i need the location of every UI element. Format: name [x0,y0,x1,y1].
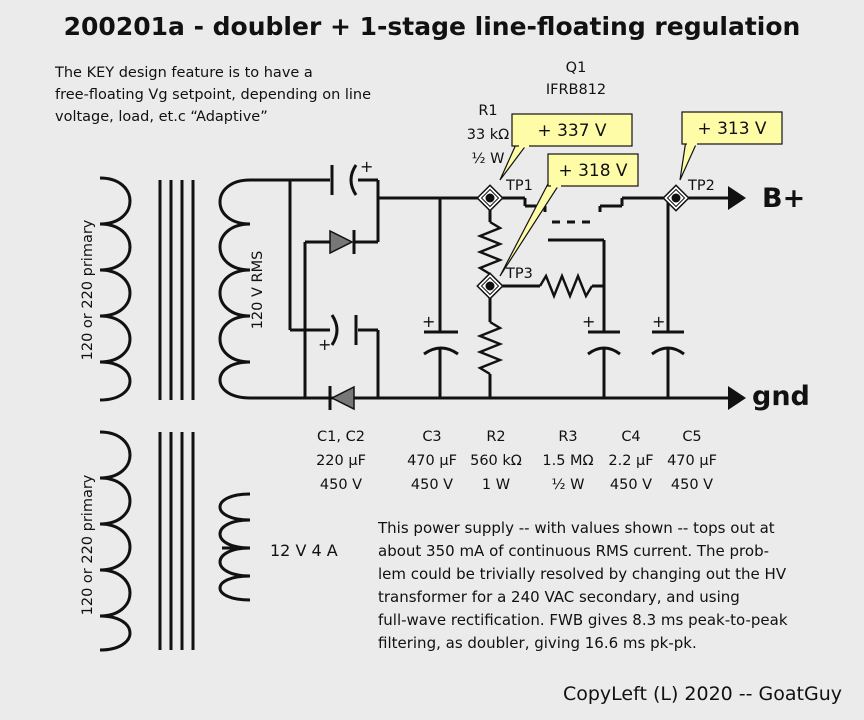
d1-diode [329,229,356,255]
component-name: R2 [486,429,505,445]
c4-capacitor: + [582,298,621,398]
description-line: transformer for a 240 VAC secondary, and… [378,588,740,606]
design-note-line-3: voltage, load, et.c “Adaptive” [55,109,268,125]
d2-diode [328,385,355,411]
hv-primary-label: 120 or 220 primary [80,219,96,360]
c3-capacitor: + [422,198,459,398]
component-name: C3 [422,429,441,445]
r1-value: 33 kΩ [467,127,510,143]
lv-transformer [99,430,251,652]
q1-name: Q1 [566,60,587,76]
r3-resistor [538,272,594,300]
c1-capacitor: + [330,157,373,196]
component-rating: 1 W [482,477,510,493]
c1-polarity-mark: + [360,157,373,176]
ground-arrow [728,386,746,410]
bplus-arrow [728,186,746,210]
tp1-voltage: + 337 V [537,121,606,141]
c2-capacitor: + [318,314,358,354]
q1-part: IFRB812 [546,82,606,98]
hv-secondary-label: 120 V RMS [250,251,266,330]
lv-primary-coil [99,430,132,652]
component-value: 220 µF [316,453,366,469]
tp1-callout: + 337 V [499,113,633,181]
diagram-title: 200201a - doubler + 1-stage line-floatin… [64,12,801,41]
component-name: R3 [558,429,577,445]
lv-primary-label: 120 or 220 primary [80,474,96,615]
tp2-label: TP2 [687,178,715,194]
tp1-label: TP1 [505,178,533,194]
design-note-line-1: The KEY design feature is to have a [54,65,313,81]
component-rating: ½ W [551,477,584,493]
tp1-marker [476,184,504,212]
tp3-marker [476,272,504,300]
description-line: This power supply -- with values shown -… [377,519,775,537]
component-name: C5 [682,429,701,445]
design-note-line-2: free-floating Vg setpoint, depending on … [55,87,371,103]
hv-secondary-coil [218,178,251,400]
bplus-label: B+ [762,183,805,214]
tp2-callout: + 313 V [679,111,783,181]
component-value: 470 µF [667,453,717,469]
r1-power: ½ W [471,151,504,167]
component-rating: 450 V [320,477,362,493]
description: This power supply -- with values shown -… [377,519,788,652]
lv-secondary-label: 12 V 4 A [270,541,338,560]
component-rating: 450 V [671,477,713,493]
c5-polarity-mark: + [652,312,665,331]
description-line: about 350 mA of continuous RMS current. … [378,542,769,560]
component-rating: 450 V [610,477,652,493]
tp2-voltage: + 313 V [697,119,766,139]
component-rating: 450 V [411,477,453,493]
component-value: 470 µF [407,453,457,469]
c2-polarity-mark: + [318,335,331,354]
component-value: 2.2 µF [608,453,653,469]
hv-transformer [99,176,251,402]
doubler-wiring [250,178,460,400]
tp3-callout: + 318 V [499,153,639,277]
description-line: lem could be trivially resolved by chang… [378,565,787,583]
lv-secondary-coil [218,492,251,602]
tp3-voltage: + 318 V [558,161,627,181]
ground-label: gnd [752,381,810,412]
component-value: 560 kΩ [470,453,522,469]
component-name: C1, C2 [317,429,365,445]
component-labels: C1, C2 220 µF 450 V C3 470 µF 450 V R2 5… [316,429,717,493]
c3-polarity-mark: + [422,312,435,331]
c5-capacitor: + [651,198,685,398]
description-line: filtering, as doubler, giving 16.6 ms pk… [378,634,697,652]
r1-name: R1 [478,103,497,119]
component-value: 1.5 MΩ [542,453,593,469]
tp3-label: TP3 [505,266,533,282]
c4-polarity-mark: + [582,312,595,331]
description-line: full-wave rectification. FWB gives 8.3 m… [378,611,788,629]
component-name: C4 [621,429,640,445]
r2-resistor [476,320,504,376]
r1-resistor [476,220,504,276]
copyright: CopyLeft (L) 2020 -- GoatGuy [563,683,842,705]
hv-primary-coil [99,176,132,402]
